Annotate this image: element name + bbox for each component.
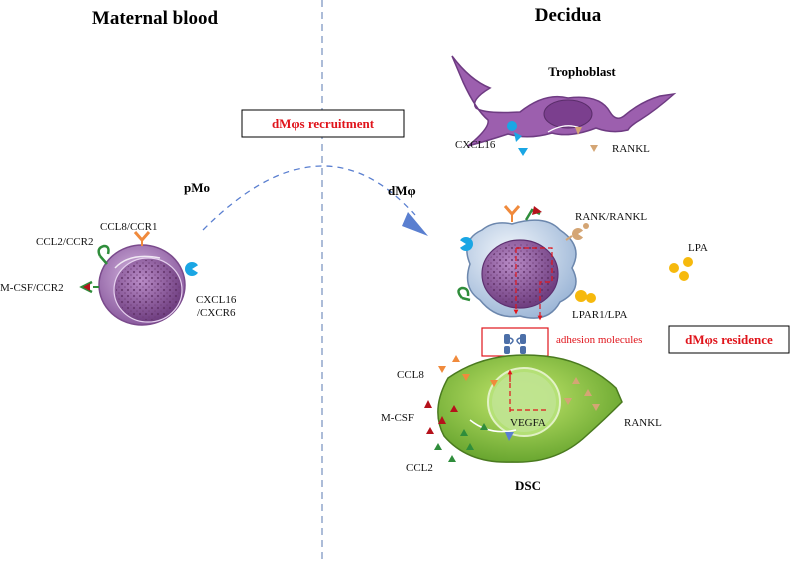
recruitment-box [241,109,405,138]
header-maternal-blood: Maternal blood [92,8,219,29]
adhesion-box [481,327,549,357]
pmo-label: pMo [184,180,210,195]
lpa-label: LPA [688,242,708,254]
mcsf-ccr2-receptor-icon [79,280,99,294]
ccl8-ccr1-label: CCL8/CCR1 [100,221,157,233]
trophoblast-rankl-icon [575,127,598,152]
dm-ccr2-receptor-icon [457,286,471,302]
migration-arrow [202,165,416,231]
trophoblast-cxcl16-icon [507,121,528,156]
trophoblast-rankl-label: RANKL [612,143,650,155]
migration-arrowhead [402,212,428,236]
adhesion-label: adhesion molecules [556,334,642,346]
dsc-rankl-label: RANKL [624,417,662,429]
dsc-ccl8-label: CCL8 [397,369,424,381]
dsc-mcsf-label: M-CSF [381,412,414,424]
vegfa-label: VEGFA [510,417,546,429]
dsc-cell [437,354,623,463]
adhesion-molecule-icon [504,334,526,354]
dsc-ccl2-label: CCL2 [406,462,433,474]
ccl2-triangles-icon [434,423,488,462]
ccr1-receptor-icon [133,231,151,246]
lpar1-lpa-icon [575,290,596,303]
trophoblast-cell [451,55,677,147]
lpa-icon [669,257,693,281]
rank-rankl-icon [565,223,589,241]
ccl8-triangles-icon [438,355,498,387]
dm-mcsf-receptor-icon [524,206,542,221]
lpar1-lpa-label: LPAR1/LPA [572,309,627,321]
cxcr6-receptor-icon [185,262,200,276]
trophoblast-cxcl16-label: CXCL16 [455,139,496,151]
mcsf-triangles-icon [424,400,458,434]
cxcr6-label: /CXCR6 [197,307,236,319]
header-decidua: Decidua [535,5,602,26]
trophoblast-label: Trophoblast [548,64,616,79]
dsc-rankl-triangles-icon [564,377,600,411]
recruitment-label: dMφs recruitment [272,116,375,131]
cxcl16-left-label: CXCL16 [196,294,237,306]
dmphi-label: dMφ [388,183,416,198]
residence-box [668,325,790,354]
ccl2-ccr2-label: CCL2/CCR2 [36,236,93,248]
dmphi-cell [466,219,577,321]
ccr2-receptor-icon [97,244,110,265]
pmo-cell [98,244,186,326]
dm-cxcr6-receptor-icon [458,237,473,251]
residence-label: dMφs residence [685,332,773,347]
rank-rankl-label: RANK/RANKL [575,211,647,223]
dm-ccr1-receptor-icon [503,205,521,222]
dsc-label: DSC [515,478,541,493]
vegfa-icon [505,432,514,441]
mcsf-ccr2-label: M-CSF/CCR2 [0,282,64,294]
